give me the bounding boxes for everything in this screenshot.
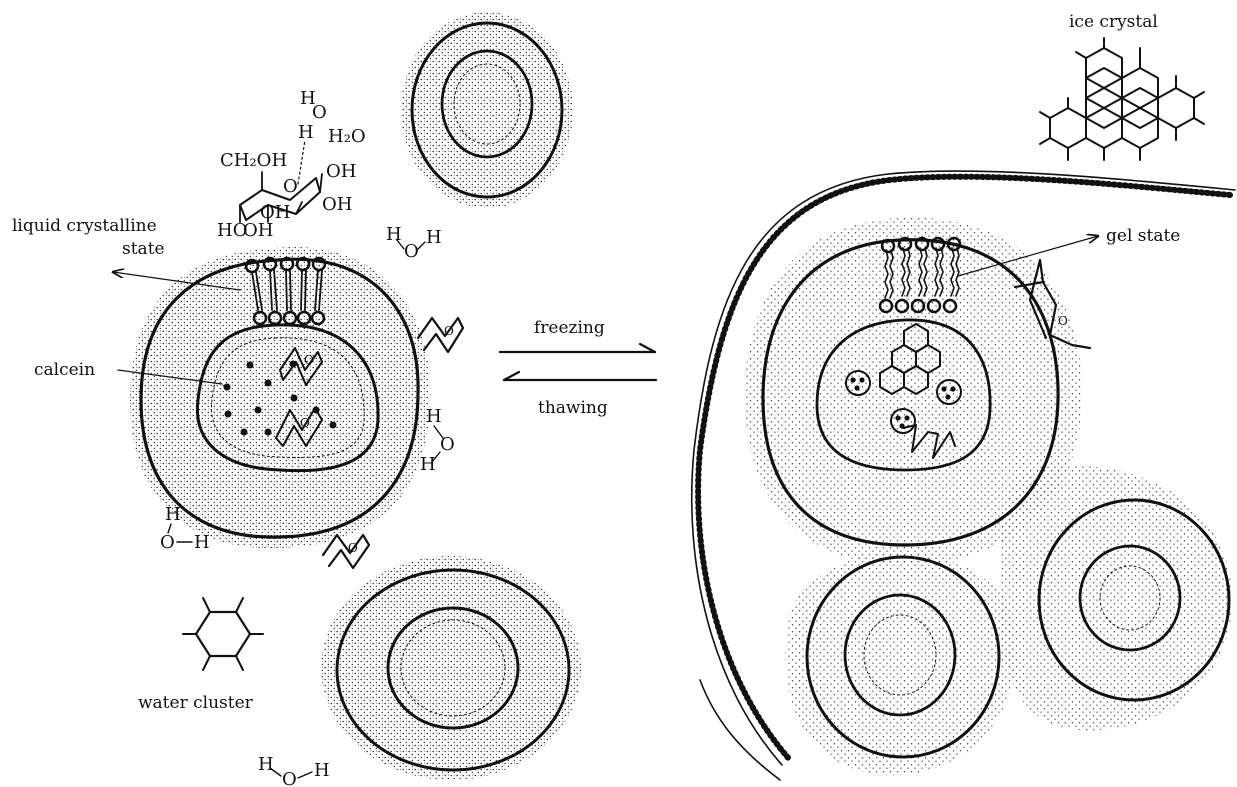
water-cluster-label: water cluster <box>138 693 254 713</box>
svg-text:O: O <box>300 416 310 430</box>
ch2oh-label: CH₂OH <box>220 150 287 171</box>
svg-text:H: H <box>194 532 210 553</box>
calcein-label: calcein <box>34 360 95 380</box>
svg-text:H₂O: H₂O <box>328 126 366 147</box>
water-cluster-hexagon <box>183 598 263 670</box>
svg-text:H: H <box>314 760 330 781</box>
liquid-crystalline-label-line1: liquid crystalline <box>12 216 157 236</box>
svg-text:OH: OH <box>322 194 352 215</box>
svg-text:H: H <box>426 406 442 427</box>
svg-text:H: H <box>420 454 436 475</box>
svg-text:H: H <box>386 224 402 245</box>
svg-text:O: O <box>348 541 358 555</box>
svg-text:O: O <box>404 241 419 262</box>
gel-state-label: gel state <box>1106 226 1180 246</box>
svg-text:OH: OH <box>326 161 356 182</box>
ice-crystal-lattice <box>1040 38 1204 160</box>
liposome-bottom-left <box>321 556 581 780</box>
thawing-label: thawing <box>538 398 608 418</box>
svg-text:O: O <box>1058 314 1068 328</box>
freezing-label: freezing <box>534 318 605 338</box>
svg-text:H: H <box>426 227 442 248</box>
svg-text:O: O <box>444 324 454 338</box>
svg-text:O: O <box>304 353 314 367</box>
svg-text:O: O <box>312 102 327 123</box>
svg-text:H: H <box>165 504 181 525</box>
svg-text:O: O <box>160 532 175 553</box>
liposome-bottom-center-right <box>786 552 1017 775</box>
svg-text:O: O <box>282 769 297 787</box>
svg-text:H: H <box>298 122 314 143</box>
svg-text:H: H <box>258 754 274 775</box>
svg-text:O: O <box>283 176 298 197</box>
liposome-top-left <box>401 12 573 208</box>
glucose-molecule: CH₂OH O OH OH OH HO OH H O H H₂O <box>217 88 366 241</box>
liquid-crystalline-label-line2: state <box>122 239 165 259</box>
liposome-gel-state <box>745 218 1082 565</box>
ice-crystal-label: ice crystal <box>1069 12 1158 32</box>
equilibrium-arrows: freezing thawing <box>500 318 656 418</box>
svg-text:OH: OH <box>243 220 273 241</box>
